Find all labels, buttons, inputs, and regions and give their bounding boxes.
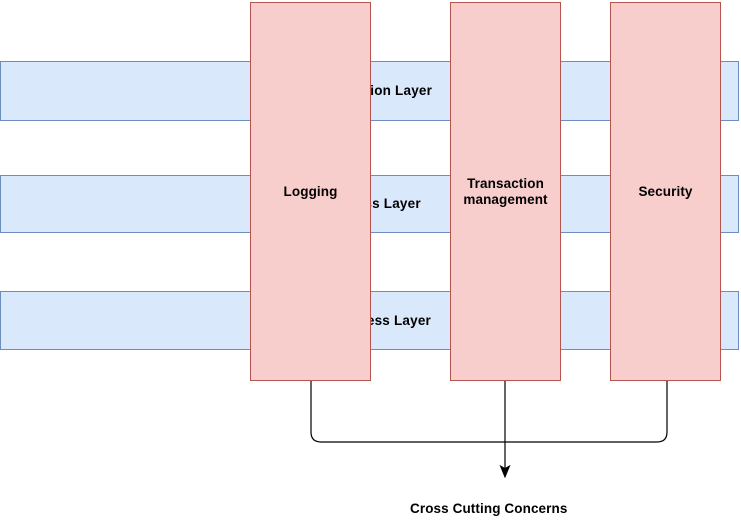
concern-logging-label: Logging (283, 183, 338, 199)
arrowhead-icon (499, 464, 511, 479)
edge-logging-to-concerns (310, 381, 505, 443)
concern-security[interactable]: Security (610, 2, 721, 381)
concern-transaction-management[interactable]: Transaction management (450, 2, 561, 381)
edge-security-to-concerns (505, 381, 668, 443)
cross-cutting-concerns-caption: Cross Cutting Concerns (410, 501, 568, 516)
concern-transaction-management-label: Transaction management (463, 175, 548, 207)
concern-security-label: Security (638, 183, 693, 199)
concern-logging[interactable]: Logging (250, 2, 371, 381)
